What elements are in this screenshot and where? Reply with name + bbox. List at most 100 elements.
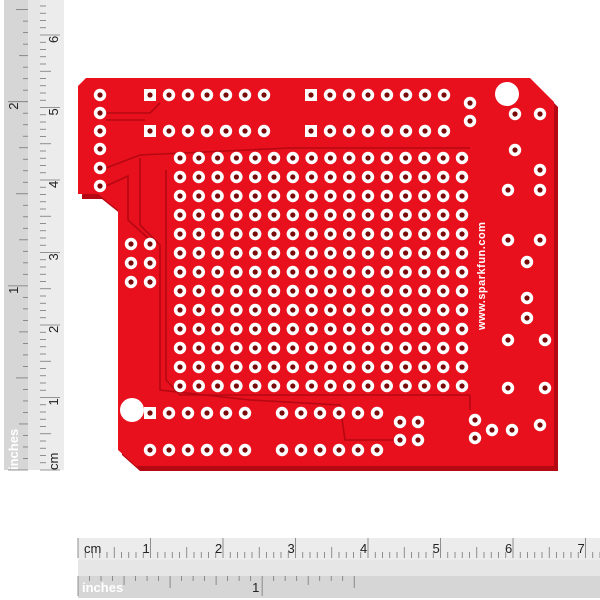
pad (286, 189, 299, 203)
left-ruler-cm-tick: 1 (46, 398, 61, 405)
pad (143, 237, 157, 251)
pad (455, 322, 469, 336)
left-ruler-cm-tick: 5 (46, 108, 61, 115)
pad (192, 208, 205, 222)
pad (200, 124, 214, 138)
pad (173, 151, 187, 165)
pad (249, 284, 262, 298)
protoshield-board: www.sparkfun.com (78, 78, 558, 471)
pad (342, 88, 356, 102)
trace (105, 147, 470, 169)
pad (411, 433, 425, 447)
pad (267, 341, 281, 355)
pad (324, 189, 337, 203)
pad (305, 208, 318, 222)
pad (455, 170, 469, 184)
pad (305, 341, 318, 355)
pad (501, 381, 515, 395)
pad (181, 88, 195, 102)
pad (249, 265, 262, 279)
pad (305, 189, 318, 203)
pad (455, 265, 469, 279)
pad (399, 151, 412, 165)
pad (455, 189, 469, 203)
pad (361, 322, 375, 336)
mounting-hole-bottom-left (120, 398, 144, 422)
pad (93, 106, 107, 120)
pad (399, 170, 412, 184)
pad (257, 88, 271, 102)
pad (173, 189, 187, 203)
pad (455, 379, 469, 393)
pad (143, 275, 157, 289)
pad (192, 284, 205, 298)
pad (324, 303, 337, 317)
pad (520, 311, 534, 325)
left-ruler-inch-tick: 2 (6, 102, 21, 109)
pad (305, 265, 318, 279)
pad (399, 360, 412, 374)
pad (267, 246, 281, 260)
pad (313, 406, 327, 420)
pad (143, 443, 157, 457)
pad (249, 379, 262, 393)
bottom-ruler-cm-tick: 3 (288, 541, 295, 556)
pad (437, 189, 450, 203)
pad (380, 151, 393, 165)
pad (437, 170, 450, 184)
pad (305, 151, 318, 165)
pad (380, 124, 394, 138)
pad (538, 381, 552, 395)
pad (257, 124, 271, 138)
pad (351, 443, 365, 457)
pad (162, 443, 176, 457)
left-ruler-cm-label: cm (46, 453, 61, 470)
pad (192, 170, 205, 184)
pad (437, 341, 450, 355)
pad (361, 284, 375, 298)
pad (144, 89, 156, 101)
pad (305, 284, 318, 298)
pad (361, 227, 375, 241)
pad (249, 208, 262, 222)
pad (192, 360, 205, 374)
pad (192, 341, 205, 355)
left-ruler-cm-tick: 3 (46, 253, 61, 260)
pad (380, 208, 393, 222)
pad (162, 88, 176, 102)
pad (238, 88, 252, 102)
pad (249, 322, 262, 336)
pad (286, 208, 299, 222)
pad (249, 341, 262, 355)
pad (418, 246, 431, 260)
pad (305, 360, 318, 374)
left-ruler-cm-tick: 4 (46, 181, 61, 188)
pad (380, 170, 393, 184)
pad (267, 265, 281, 279)
pad (418, 170, 431, 184)
pad (192, 322, 205, 336)
pad (249, 303, 262, 317)
pad (508, 107, 522, 121)
pad (520, 291, 534, 305)
pad (192, 379, 205, 393)
pad (211, 322, 224, 336)
pad (380, 265, 393, 279)
pad (286, 303, 299, 317)
bottom-ruler-cm-tick: 5 (433, 541, 440, 556)
pad (192, 265, 205, 279)
pad (173, 265, 187, 279)
pad (380, 189, 393, 203)
pad (437, 124, 451, 138)
mounting-hole-top-right (495, 82, 519, 106)
pad (93, 124, 107, 138)
pad-field (93, 88, 552, 457)
pad (324, 341, 337, 355)
pad (343, 341, 356, 355)
pad (332, 443, 346, 457)
pad (173, 379, 187, 393)
pad (418, 322, 431, 336)
pad (455, 341, 469, 355)
bottom-ruler-cm-tick: 4 (360, 541, 367, 556)
